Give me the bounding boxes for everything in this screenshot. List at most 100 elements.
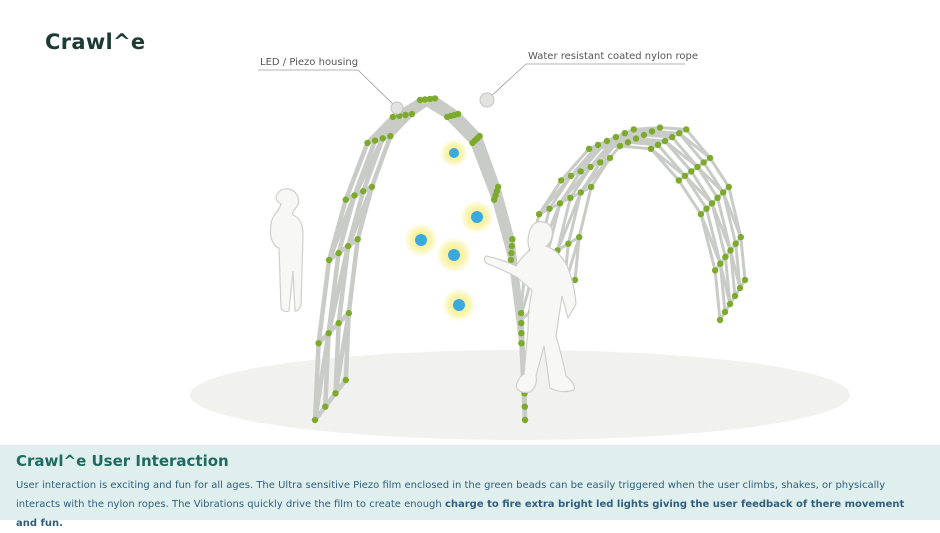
piezo-bead (682, 173, 688, 179)
piezo-bead (727, 301, 733, 307)
piezo-bead (676, 130, 682, 136)
piezo-bead (676, 177, 682, 183)
piezo-bead (597, 159, 603, 165)
piezo-bead (332, 390, 338, 396)
callout-leaders (258, 64, 685, 108)
piezo-bead (586, 146, 592, 152)
piezo-bead (714, 195, 720, 201)
piezo-bead (726, 184, 732, 190)
interaction-panel: Crawl^e User Interaction User interactio… (0, 445, 940, 520)
piezo-bead (694, 164, 700, 170)
piezo-bead (565, 241, 571, 247)
piezo-bead (409, 111, 415, 117)
piezo-bead (322, 404, 328, 410)
piezo-bead (701, 159, 707, 165)
piezo-bead (335, 250, 341, 256)
piezo-bead (742, 277, 748, 283)
piezo-bead (369, 184, 375, 190)
piezo-bead (617, 143, 623, 149)
piezo-bead (355, 236, 361, 242)
piezo-bead (703, 206, 709, 212)
piezo-bead (476, 133, 482, 139)
piezo-bead (508, 250, 514, 256)
piezo-bead (604, 138, 610, 144)
piezo-bead (522, 417, 528, 423)
piezo-bead (717, 261, 723, 267)
piezo-bead (343, 377, 349, 383)
piezo-bead (432, 95, 438, 101)
piezo-bead (402, 112, 408, 118)
piezo-bead (390, 114, 396, 120)
piezo-bead (522, 404, 528, 410)
piezo-bead (578, 189, 584, 195)
piezo-bead (648, 146, 654, 152)
piezo-bead (576, 234, 582, 240)
piezo-bead (558, 177, 564, 183)
piezo-bead (698, 211, 704, 217)
piezo-bead (343, 197, 349, 203)
person-left-silhouette (271, 189, 304, 312)
piezo-bead (707, 155, 713, 161)
piezo-bead (633, 135, 639, 141)
piezo-bead (717, 317, 723, 323)
piezo-bead (325, 330, 331, 336)
piezo-bead (536, 211, 542, 217)
piezo-bead (312, 417, 318, 423)
piezo-bead (364, 140, 370, 146)
piezo-bead (557, 200, 563, 206)
panel-description: User interaction is exciting and fun for… (16, 476, 924, 533)
piezo-bead (657, 124, 663, 130)
piezo-bead (509, 243, 515, 249)
piezo-bead (622, 130, 628, 136)
piezo-bead (455, 111, 461, 117)
structure-illustration (0, 0, 940, 445)
piezo-bead (345, 243, 351, 249)
piezo-bead (568, 173, 574, 179)
led-light (440, 139, 468, 167)
piezo-bead (722, 254, 728, 260)
piezo-bead (738, 234, 744, 240)
piezo-bead (587, 164, 593, 170)
piezo-bead (722, 309, 728, 315)
piezo-bead (607, 155, 613, 161)
piezo-bead (588, 184, 594, 190)
piezo-bead (336, 320, 342, 326)
piezo-bead (712, 267, 718, 273)
piezo-bead (509, 236, 515, 242)
piezo-bead (518, 310, 524, 316)
piezo-bead (631, 126, 637, 132)
piezo-bead (683, 126, 689, 132)
piezo-bead (688, 168, 694, 174)
piezo-bead (518, 330, 524, 336)
piezo-bead (518, 320, 524, 326)
led-light (436, 237, 472, 273)
piezo-bead (641, 132, 647, 138)
piezo-bead (655, 142, 661, 148)
piezo-bead (732, 293, 738, 299)
piezo-bead (669, 134, 675, 140)
piezo-bead (720, 189, 726, 195)
piezo-bead (733, 241, 739, 247)
piezo-bead (387, 133, 393, 139)
led-light (404, 223, 438, 257)
piezo-bead (578, 168, 584, 174)
piezo-bead (380, 135, 386, 141)
led-light (442, 288, 476, 322)
piezo-bead (567, 195, 573, 201)
piezo-bead (613, 134, 619, 140)
piezo-bead (495, 184, 501, 190)
piezo-bead (360, 188, 366, 194)
piezo-bead (346, 310, 352, 316)
piezo-bead (518, 340, 524, 346)
piezo-bead (546, 206, 552, 212)
piezo-bead (351, 192, 357, 198)
piezo-bead (315, 340, 321, 346)
piezo-bead (372, 137, 378, 143)
piezo-bead (649, 128, 655, 134)
piezo-bead (595, 142, 601, 148)
piezo-bead (625, 139, 631, 145)
ground-shadow (190, 350, 850, 440)
led-light (460, 200, 494, 234)
piezo-bead (737, 285, 743, 291)
piezo-bead (662, 138, 668, 144)
